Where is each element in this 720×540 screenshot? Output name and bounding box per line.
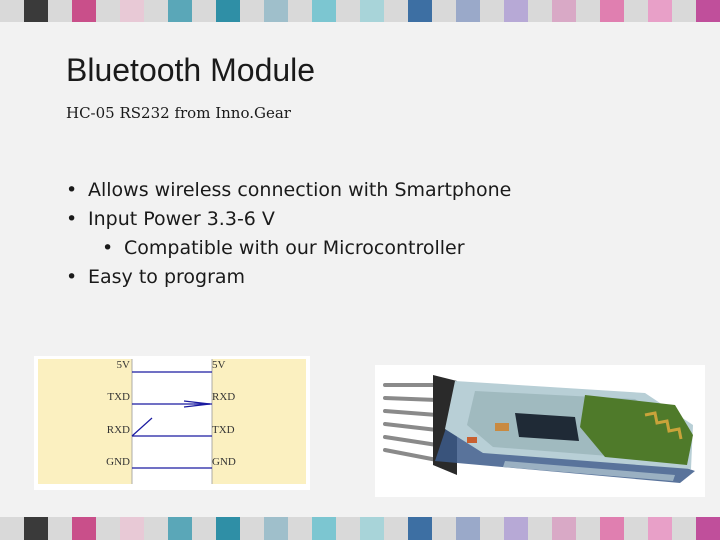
stripe-segment [480, 0, 504, 22]
slide-subtitle: HC-05 RS232 from Inno.Gear [66, 104, 291, 122]
bullet-text: Compatible with our Microcontroller [124, 237, 465, 259]
stripe-segment [432, 0, 456, 22]
stripe-segment [576, 517, 600, 540]
bullet-subitem: • Compatible with our Microcontroller [96, 234, 511, 263]
left-device-block [38, 359, 132, 484]
bullet-item: • Input Power 3.3-6 V [60, 205, 511, 234]
stripe-segment [696, 517, 720, 540]
stripe-segment [72, 517, 96, 540]
stripe-segment [240, 517, 264, 540]
stripe-segment [192, 517, 216, 540]
bullet-dot: • [66, 208, 78, 230]
stripe-segment [168, 0, 192, 22]
stripe-segment [216, 0, 240, 22]
stripe-segment [360, 517, 384, 540]
right-device-block [212, 359, 306, 484]
stripe-segment [336, 0, 360, 22]
stripe-segment [120, 0, 144, 22]
top-decorative-stripe [0, 0, 720, 22]
bullet-dot: • [66, 179, 78, 201]
right-pin-label: RXD [212, 391, 235, 403]
wiring-diagram: 5V TXD RXD GND 5V RXD TXD GND [34, 356, 310, 490]
stripe-segment [432, 517, 456, 540]
stripe-segment [528, 517, 552, 540]
stripe-segment [264, 517, 288, 540]
stripe-segment [216, 517, 240, 540]
stripe-segment [552, 517, 576, 540]
bluetooth-module-image [375, 365, 705, 497]
stripe-segment [288, 517, 312, 540]
stripe-segment [48, 0, 72, 22]
bullet-text: Input Power 3.3-6 V [88, 208, 275, 230]
stripe-segment [504, 0, 528, 22]
bullet-text: Allows wireless connection with Smartpho… [88, 179, 512, 201]
stripe-segment [96, 517, 120, 540]
stripe-segment [672, 517, 696, 540]
bullet-item: • Allows wireless connection with Smartp… [60, 176, 511, 205]
stripe-segment [120, 517, 144, 540]
stripe-segment [504, 517, 528, 540]
stripe-segment [480, 517, 504, 540]
stripe-segment [600, 0, 624, 22]
stripe-segment [384, 0, 408, 22]
stripe-segment [264, 0, 288, 22]
right-pin-label: TXD [212, 424, 235, 436]
stripe-segment [240, 0, 264, 22]
stripe-segment [648, 517, 672, 540]
stripe-segment [408, 517, 432, 540]
bullet-dot: • [102, 237, 114, 259]
bullet-text: Easy to program [88, 266, 246, 288]
stripe-segment [456, 517, 480, 540]
stripe-segment [48, 517, 72, 540]
left-pin-label: RXD [107, 424, 130, 436]
stripe-segment [528, 0, 552, 22]
stripe-segment [24, 0, 48, 22]
right-pin-label: GND [212, 456, 236, 468]
wire-lines [131, 371, 212, 469]
stripe-segment [408, 0, 432, 22]
stripe-segment [696, 0, 720, 22]
stripe-segment [144, 517, 168, 540]
stripe-segment [648, 0, 672, 22]
stripe-segment [96, 0, 120, 22]
stripe-segment [288, 0, 312, 22]
left-pin-label: 5V [117, 359, 131, 371]
left-pin-label: TXD [107, 391, 130, 403]
stripe-segment [144, 0, 168, 22]
stripe-segment [168, 517, 192, 540]
bullet-list: • Allows wireless connection with Smartp… [60, 176, 511, 292]
stripe-segment [336, 517, 360, 540]
right-pin-label: 5V [212, 359, 226, 371]
stripe-segment [0, 517, 24, 540]
stripe-segment [624, 0, 648, 22]
stripe-segment [312, 0, 336, 22]
stripe-segment [24, 517, 48, 540]
stripe-segment [624, 517, 648, 540]
stripe-segment [360, 0, 384, 22]
stripe-segment [456, 0, 480, 22]
stripe-segment [384, 517, 408, 540]
left-pin-label: GND [106, 456, 130, 468]
stripe-segment [0, 0, 24, 22]
bullet-dot: • [66, 266, 78, 288]
stripe-segment [576, 0, 600, 22]
stripe-segment [672, 0, 696, 22]
stripe-segment [72, 0, 96, 22]
stripe-segment [600, 517, 624, 540]
stripe-segment [312, 517, 336, 540]
bottom-decorative-stripe [0, 517, 720, 540]
slide-title: Bluetooth Module [66, 52, 316, 88]
bullet-item: • Easy to program [60, 263, 511, 292]
stripe-segment [192, 0, 216, 22]
stripe-segment [552, 0, 576, 22]
